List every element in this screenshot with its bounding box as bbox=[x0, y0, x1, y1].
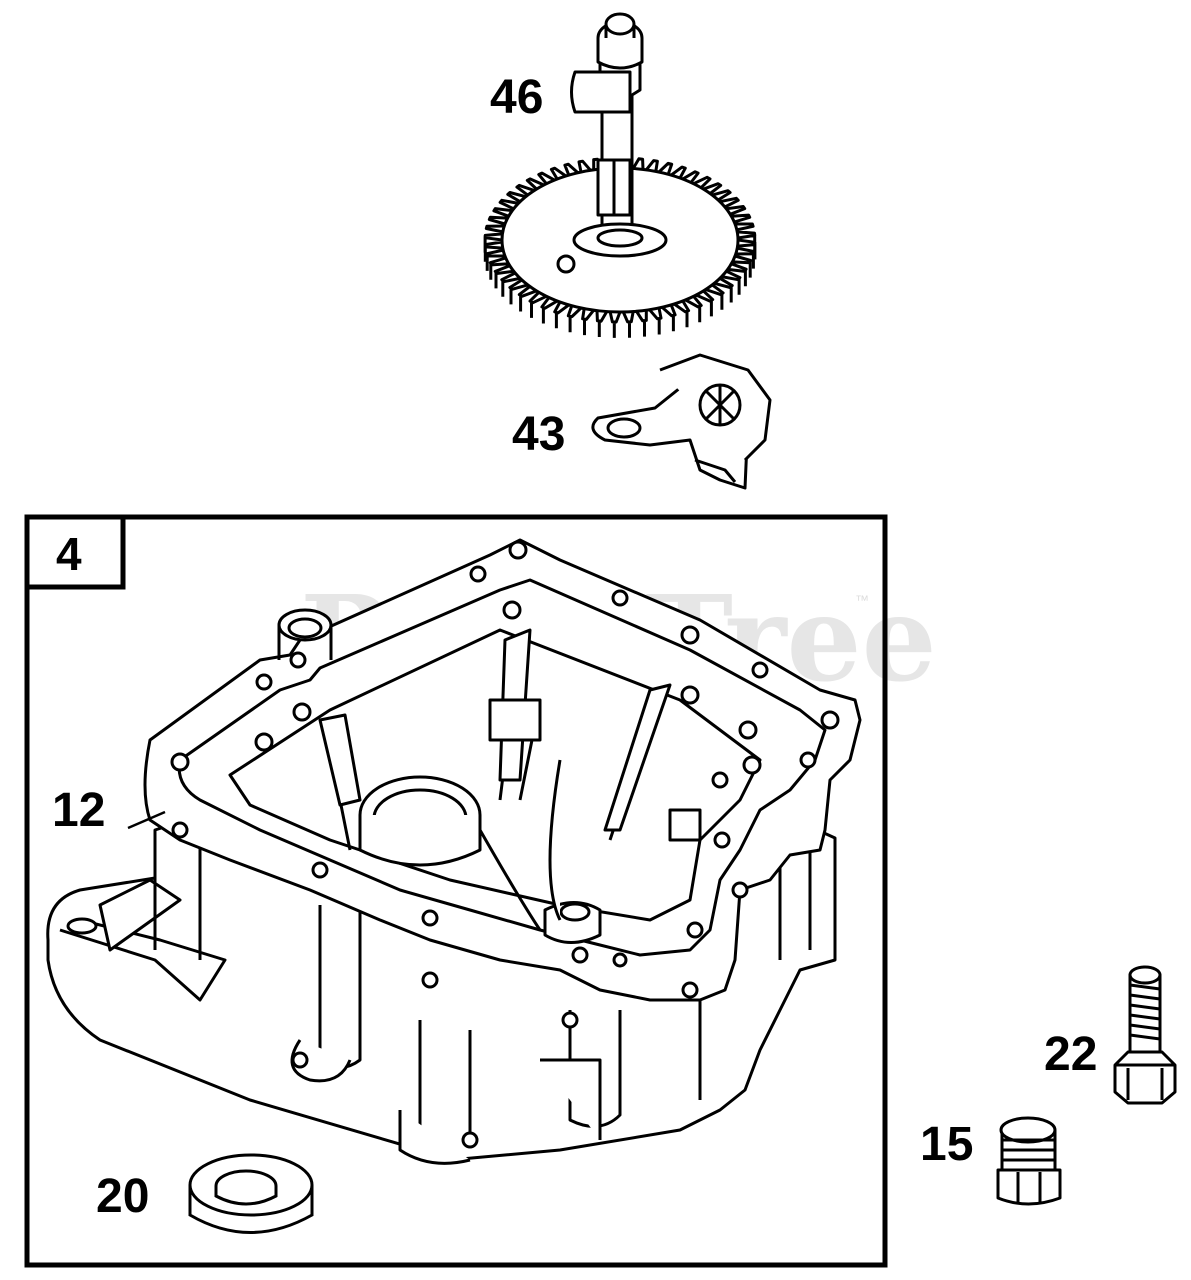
watermark-tm: ™ bbox=[855, 592, 869, 608]
seal-part bbox=[188, 1153, 314, 1234]
callout-22: 22 bbox=[1044, 1028, 1097, 1081]
kit-box-label: 4 bbox=[56, 528, 82, 580]
callout-43: 43 bbox=[512, 408, 565, 461]
plug-part bbox=[996, 1116, 1062, 1206]
gasket-holes bbox=[170, 540, 840, 1149]
callout-15: 15 bbox=[920, 1118, 973, 1171]
camshaft-part bbox=[483, 12, 757, 338]
callout-20: 20 bbox=[96, 1170, 149, 1223]
kit-box-label-frame bbox=[24, 514, 126, 590]
kit-box bbox=[24, 514, 888, 1268]
leader-12 bbox=[127, 810, 166, 830]
callout-12: 12 bbox=[52, 784, 105, 837]
governor-part bbox=[591, 353, 772, 490]
callout-46: 46 bbox=[490, 71, 543, 124]
sump-part bbox=[46, 538, 862, 1165]
bolt-part bbox=[1113, 965, 1177, 1105]
